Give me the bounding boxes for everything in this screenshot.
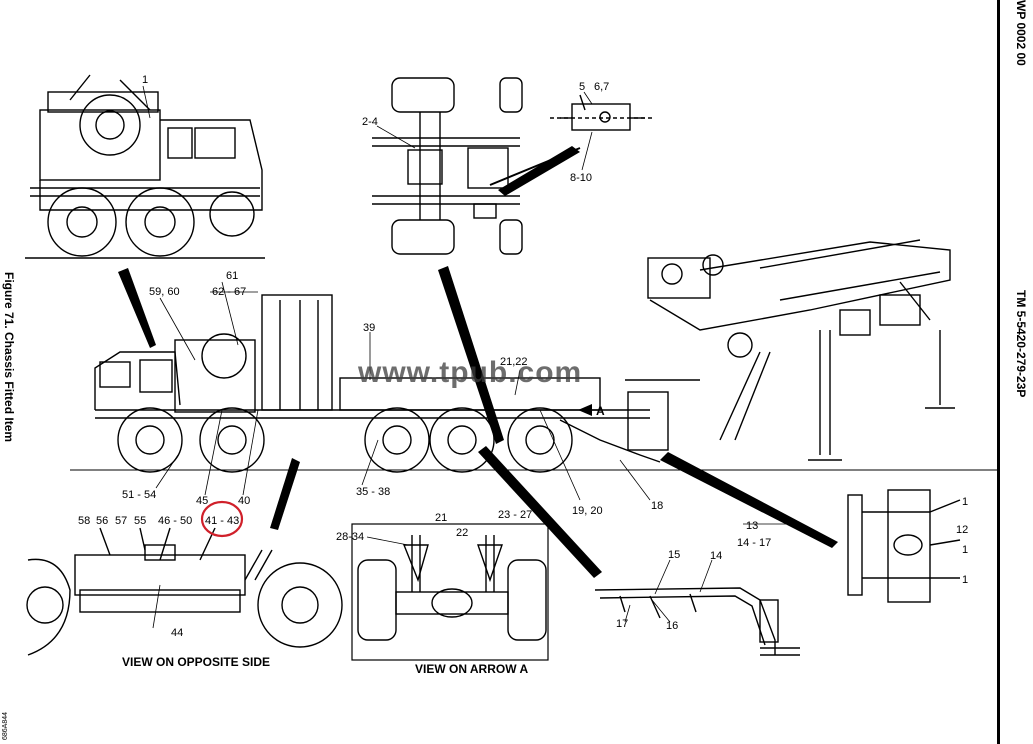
highlight-circle	[200, 500, 244, 538]
callout: 35 - 38	[356, 486, 391, 498]
callout: 17	[616, 618, 629, 630]
caption-arrow-a: VIEW ON ARROW A	[415, 662, 529, 676]
callout: 56	[96, 515, 109, 527]
callout: 1	[962, 496, 969, 508]
right-edge-detail	[847, 489, 961, 603]
callout: 5	[579, 81, 586, 93]
callout-leaders	[142, 85, 790, 629]
tm-number: TM 5-5420-279-23P	[1014, 290, 1028, 398]
callout: 59, 60	[149, 286, 180, 298]
callout: 45	[196, 495, 209, 507]
callout: 39	[363, 322, 376, 334]
callout: 22	[456, 527, 469, 539]
opposite-side-view	[26, 527, 343, 656]
callout: 15	[668, 549, 681, 561]
arrow-a-marker	[578, 404, 592, 416]
callout: 14 - 17	[737, 537, 772, 549]
crane-boom-view	[647, 239, 955, 461]
callout: 1	[962, 544, 969, 556]
callout: 57	[115, 515, 128, 527]
callout: 18	[651, 500, 664, 512]
callout: 40	[238, 495, 251, 507]
wp-number: WP 0002 00	[1014, 0, 1028, 66]
callout: 12	[956, 524, 969, 536]
callout: 8-10	[570, 172, 593, 184]
callout-highlighted: 41 - 43	[205, 515, 240, 527]
callout: 46 - 50	[158, 515, 193, 527]
sheet-right-border	[997, 0, 1000, 744]
callout: 44	[171, 627, 184, 639]
callout: 21,22	[500, 356, 528, 368]
caption-opposite-side: VIEW ON OPPOSITE SIDE	[122, 655, 271, 669]
top-plan-view	[372, 77, 581, 255]
detail-bracket-view	[550, 94, 655, 131]
drawing-id: 686A844	[2, 711, 9, 740]
view-pointer-arrows	[118, 146, 838, 578]
callout: 1	[142, 74, 149, 86]
callout: 21	[435, 512, 448, 524]
arrow-a-view	[351, 523, 549, 661]
main-truck-side-view	[70, 294, 1000, 473]
callout: 55	[134, 515, 147, 527]
callout: 16	[666, 620, 679, 632]
callout: 19, 20	[572, 505, 603, 517]
figure-title: Figure 71. Chassis Fitted Item	[2, 272, 16, 443]
callout: 51 - 54	[122, 489, 157, 501]
callout: 13	[746, 520, 759, 532]
callout: 23 - 27	[498, 509, 533, 521]
rear-bracket-view	[594, 587, 800, 656]
callout: 58	[78, 515, 91, 527]
top-left-truck-view	[25, 74, 265, 259]
callout: 6,7	[594, 81, 610, 93]
callout: 1	[962, 574, 969, 586]
callout: 62 - 67	[212, 286, 247, 298]
callout: 61	[226, 270, 239, 282]
arrow-a-label: A	[596, 404, 605, 418]
callout: 2-4	[362, 116, 378, 128]
callout: 28-34	[336, 531, 365, 543]
callout: 14	[710, 550, 723, 562]
watermark: www.tpub.com	[358, 356, 583, 389]
